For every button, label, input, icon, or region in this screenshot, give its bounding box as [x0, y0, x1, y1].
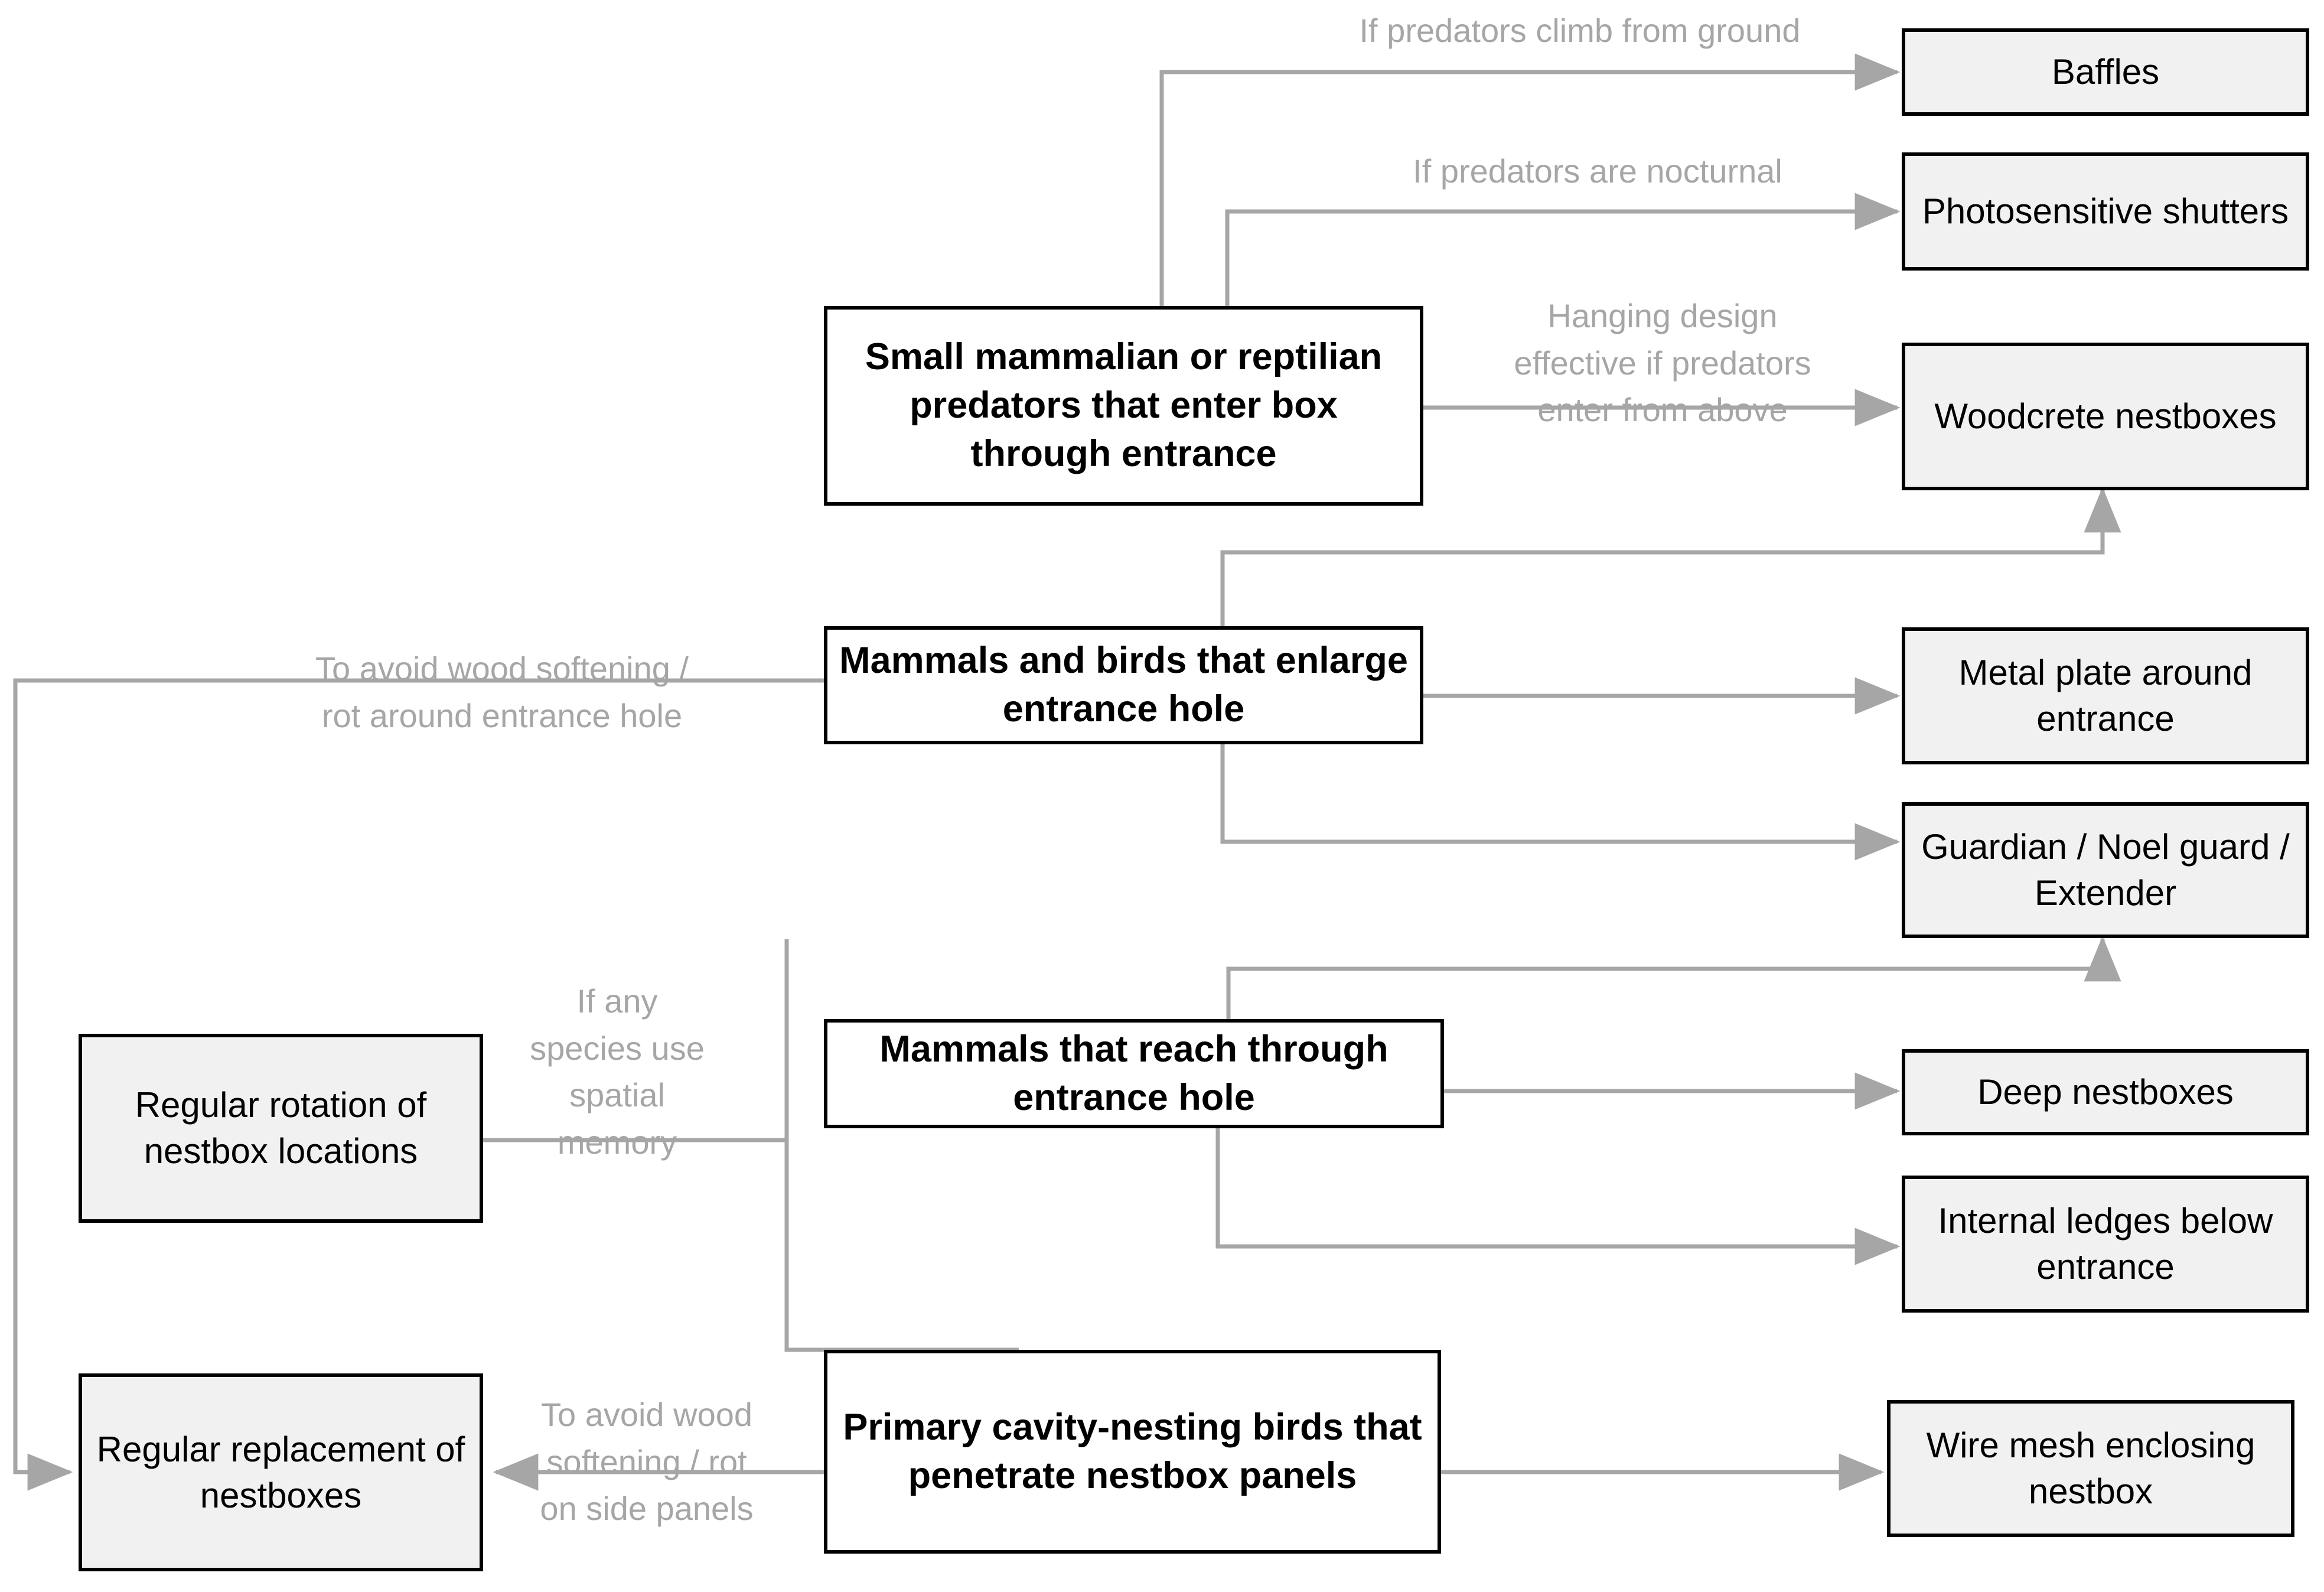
node-mammals-and-birds-that-enlarge-entrance-hole[interactable]: Mammals and birds that enlarge entrance … — [824, 626, 1423, 744]
node-small-mammalian-or-reptilian-predators[interactable]: Small mammalian or reptilian predators t… — [824, 306, 1423, 506]
node-label: Baffles — [2051, 52, 2160, 92]
edge-label-wood-rot-entrance: To avoid wood softening / rot around ent… — [315, 650, 689, 734]
node-baffles[interactable]: Baffles — [1902, 28, 2309, 116]
node-regular-rotation-of-nestbox-locations[interactable]: Regular rotation of nestbox locations — [79, 1034, 483, 1223]
node-label: Guardian / Noel guard / Extender — [1921, 827, 2290, 913]
edge-enlarge-hole-to-guardian — [1220, 744, 1901, 861]
node-wire-mesh-enclosing-nestbox[interactable]: Wire mesh enclosing nestbox — [1887, 1400, 2294, 1537]
node-guardian-noel-guard-extender[interactable]: Guardian / Noel guard / Extender — [1902, 802, 2309, 938]
node-regular-replacement-of-nestboxes[interactable]: Regular replacement of nestboxes — [79, 1373, 483, 1571]
edge-small-predators-to-photo-shutters — [1225, 193, 1901, 306]
node-label: Small mammalian or reptilian predators t… — [865, 336, 1383, 474]
edge-penetrate-panels-to-rotation-trunk — [784, 1140, 1019, 1352]
edge-enlarge-hole-to-replacement — [13, 678, 824, 1491]
node-label: Regular replacement of nestboxes — [96, 1429, 465, 1515]
node-internal-ledges-below-entrance[interactable]: Internal ledges below entrance — [1902, 1176, 2309, 1313]
edge-enlarge-hole-to-woodcrete — [1220, 487, 2121, 626]
edge-label-nocturnal: If predators are nocturnal — [1413, 152, 1782, 190]
edge-label-spatial-memory: If any species use spatial memory — [530, 982, 705, 1161]
node-label: Mammals that reach through entrance hole — [879, 1028, 1388, 1118]
node-label: Metal plate around entrance — [1958, 653, 2253, 738]
edge-label-climb-ground: If predators climb from ground — [1359, 12, 1801, 49]
edge-label-hanging-design: Hanging design effective if predators en… — [1514, 297, 1811, 429]
node-label: Deep nestboxes — [1977, 1072, 2234, 1112]
node-label: Wire mesh enclosing nestbox — [1926, 1425, 2255, 1511]
node-photosensitive-shutters[interactable]: Photosensitive shutters — [1902, 152, 2309, 271]
node-label: Internal ledges below entrance — [1938, 1201, 2273, 1287]
node-label: Regular rotation of nestbox locations — [135, 1085, 427, 1171]
edge-reach-through-to-internal-ledges — [1215, 1127, 1901, 1265]
node-deep-nestboxes[interactable]: Deep nestboxes — [1902, 1049, 2309, 1135]
node-woodcrete-nestboxes[interactable]: Woodcrete nestboxes — [1902, 343, 2309, 490]
edge-reach-through-to-guardian — [1226, 936, 2121, 1019]
node-label: Photosensitive shutters — [1922, 191, 2289, 231]
node-label: Woodcrete nestboxes — [1934, 396, 2277, 436]
edge-small-predators-to-baffles — [1159, 53, 1901, 306]
edge-label-wood-rot-panels: To avoid wood softening / rot on side pa… — [540, 1396, 754, 1528]
node-label: Mammals and birds that enlarge entrance … — [839, 640, 1408, 730]
node-mammals-that-reach-through-entrance-hole[interactable]: Mammals that reach through entrance hole — [824, 1019, 1444, 1128]
node-metal-plate-around-entrance[interactable]: Metal plate around entrance — [1902, 627, 2309, 764]
node-label: Primary cavity-nesting birds that penetr… — [843, 1406, 1422, 1496]
node-primary-cavity-nesting-birds-that-penetrate-nestbox-panels[interactable]: Primary cavity-nesting birds that penetr… — [824, 1350, 1441, 1554]
